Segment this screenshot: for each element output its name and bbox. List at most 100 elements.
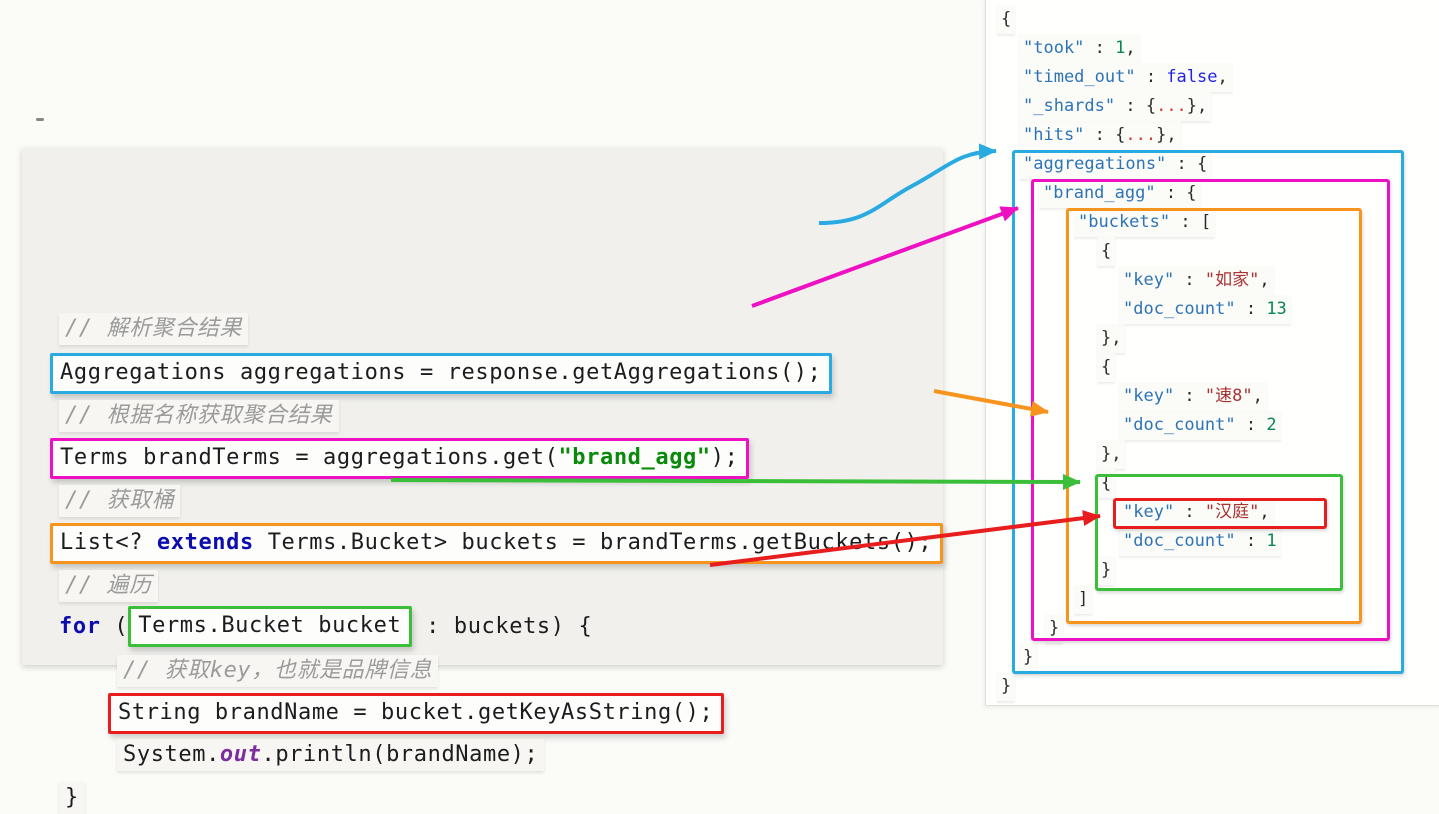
- code-token: Terms brandTerms = aggregations.get(: [60, 445, 559, 470]
- code-token: },: [1186, 96, 1208, 116]
- code-token: "如家": [1204, 270, 1260, 290]
- code-token: ,: [1125, 38, 1136, 58]
- code-token: },: [1156, 125, 1177, 145]
- code-token: :: [1135, 67, 1167, 87]
- code-token: }: [1049, 618, 1060, 638]
- java-code-panel: // 解析聚合结果 Aggregations aggregations = res…: [22, 148, 944, 814]
- json-line: {: [986, 5, 1439, 34]
- code-token: "key": [1123, 386, 1175, 406]
- code-statement-boxed: Aggregations aggregations = response.get…: [50, 353, 833, 394]
- code-statement-boxed: List<? extends Terms.Bucket> buckets = b…: [50, 523, 944, 564]
- code-token: "doc_count": [1123, 415, 1236, 435]
- json-line-text: {: [1097, 237, 1116, 266]
- code-token: }: [1001, 676, 1012, 696]
- code-comment: // 根据名称获取聚合结果: [59, 400, 339, 432]
- code-highlight-box-magenta: Terms brandTerms = aggregations.get("bra…: [50, 438, 750, 479]
- json-line-text: {: [997, 5, 1016, 34]
- code-token: (: [100, 613, 129, 639]
- json-line: ]: [986, 585, 1439, 614]
- code-token: false: [1166, 67, 1218, 87]
- code-token: ,: [1259, 270, 1270, 290]
- json-line-text: "doc_count" : 1: [1119, 527, 1281, 556]
- code-token: Terms.Bucket bucket: [138, 613, 402, 638]
- code-token: }: [65, 785, 79, 810]
- code-token: 13: [1266, 299, 1287, 319]
- json-line: }: [986, 614, 1439, 643]
- code-token: }: [1101, 560, 1112, 580]
- code-token: ,: [1259, 502, 1270, 522]
- code-token: {: [1101, 473, 1112, 493]
- code-token: Terms.Bucket> buckets = brandTerms.getBu…: [253, 530, 933, 555]
- code-statement-text: }: [59, 782, 85, 814]
- code-highlight-box-cyan: Aggregations aggregations = response.get…: [50, 353, 833, 394]
- code-token: for: [59, 613, 101, 639]
- code-token: :: [1174, 502, 1205, 522]
- code-token: },: [1101, 328, 1122, 348]
- json-line-text: "hits" : {...},: [1019, 121, 1181, 150]
- json-line-text: }: [1045, 614, 1064, 643]
- json-line: "timed_out" : false,: [986, 63, 1439, 92]
- json-line-text: }: [997, 672, 1016, 701]
- json-line-text: "key" : "速8",: [1119, 382, 1267, 411]
- code-token: :: [1174, 270, 1205, 290]
- json-line: }: [986, 556, 1439, 585]
- json-line-text: "doc_count" : 13: [1119, 295, 1291, 324]
- stray-mark: [36, 118, 44, 121]
- json-lines: {"took" : 1,"timed_out" : false,"_shards…: [986, 5, 1439, 701]
- json-line: "aggregations" : {: [986, 150, 1439, 179]
- code-token: :: [1235, 299, 1267, 319]
- code-token: "速8": [1204, 386, 1253, 406]
- json-line: }: [986, 672, 1439, 701]
- code-token: :: [1084, 38, 1116, 58]
- code-comment-text: // 获取桶: [59, 485, 181, 517]
- json-line: },: [986, 324, 1439, 353]
- code-token: : {: [1115, 96, 1157, 116]
- json-line-text: "doc_count" : 2: [1119, 411, 1281, 440]
- json-line: "buckets" : [: [986, 208, 1439, 237]
- code-token: "doc_count": [1123, 531, 1236, 551]
- code-comment-text: // 根据名称获取聚合结果: [59, 400, 339, 432]
- code-token: : {: [1166, 154, 1208, 174]
- code-token: {: [1101, 357, 1112, 377]
- json-line-text: }: [1019, 643, 1038, 672]
- json-line: "doc_count" : 1: [986, 527, 1439, 556]
- json-line: {: [986, 353, 1439, 382]
- code-token: String brandName = bucket.getKeyAsString…: [118, 700, 714, 725]
- code-token: 1: [1115, 38, 1126, 58]
- code-comment: // 遍历: [59, 570, 158, 602]
- json-line-text: }: [1097, 556, 1116, 585]
- code-comment: // 获取key，也就是品牌信息: [117, 655, 439, 687]
- json-line: "brand_agg" : {: [986, 179, 1439, 208]
- code-token: System.: [123, 742, 220, 767]
- json-line-text: "timed_out" : false,: [1019, 63, 1232, 92]
- code-token: :: [1235, 415, 1267, 435]
- json-line-text: ]: [1074, 585, 1093, 614]
- json-line: "doc_count" : 13: [986, 295, 1439, 324]
- code-token: :: [1235, 531, 1267, 551]
- code-token: "key": [1123, 502, 1175, 522]
- code-for-statement: for ( Terms.Bucket bucket : buckets) {: [59, 606, 592, 647]
- code-token: : {: [1084, 125, 1126, 145]
- code-statement-boxed: String brandName = bucket.getKeyAsString…: [108, 693, 725, 734]
- code-highlight-box-orange: List<? extends Terms.Bucket> buckets = b…: [50, 523, 944, 564]
- code-token: "buckets": [1078, 212, 1171, 232]
- code-token: {: [1001, 9, 1012, 29]
- code-highlight-box-green: Terms.Bucket bucket: [128, 606, 413, 647]
- code-token: : {: [1155, 183, 1197, 203]
- json-line: "took" : 1,: [986, 34, 1439, 63]
- code-token: "doc_count": [1123, 299, 1236, 319]
- json-line: "doc_count" : 2: [986, 411, 1439, 440]
- json-line: },: [986, 440, 1439, 469]
- json-line-text: },: [1097, 440, 1126, 469]
- code-token: : buckets) {: [412, 613, 593, 639]
- code-statement: System.out.println(brandName);: [117, 739, 545, 771]
- code-comment: // 解析聚合结果: [59, 313, 249, 345]
- code-token: extends: [156, 530, 254, 555]
- json-line: "key" : "速8",: [986, 382, 1439, 411]
- code-token: {: [1101, 241, 1112, 261]
- code-token: "aggregations": [1023, 154, 1167, 174]
- code-token: List<?: [60, 530, 157, 555]
- code-statement: }: [59, 782, 85, 814]
- code-token: },: [1101, 444, 1122, 464]
- json-line: }: [986, 643, 1439, 672]
